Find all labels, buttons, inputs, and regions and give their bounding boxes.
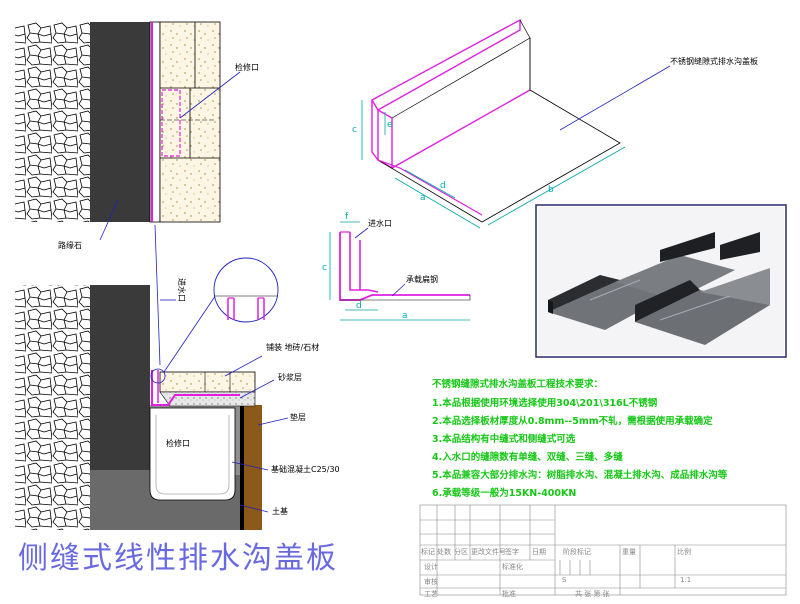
- stone-fill-bottom: [15, 285, 90, 530]
- label-water-inlet-left: 进水口: [177, 278, 187, 302]
- label-paving: 铺装 地砖/石材: [266, 342, 319, 352]
- cover-plate-section: [151, 370, 240, 406]
- channel-body: [149, 407, 236, 501]
- svg-text:c: c: [352, 125, 357, 135]
- svg-text:c: c: [322, 263, 327, 273]
- label-load-steel: 承载扁钢: [406, 274, 438, 284]
- requirement-item: 5.本品兼容大部分排水沟：树脂排水沟、混凝土排水沟、成品排水沟等: [432, 469, 728, 481]
- stone-fill-top: [15, 22, 90, 222]
- svg-text:1:1: 1:1: [680, 576, 691, 584]
- requirement-item: 6.承载等级一般为15KN-400KN: [432, 487, 576, 499]
- svg-text:工艺: 工艺: [424, 590, 438, 598]
- paving-bottom: [159, 371, 256, 393]
- svg-text:S: S: [562, 576, 567, 584]
- svg-text:b: b: [548, 185, 554, 195]
- curb-dark-top: [90, 22, 150, 222]
- svg-text:共 张 第 张: 共 张 第 张: [575, 589, 610, 598]
- svg-text:d: d: [440, 181, 446, 191]
- svg-text:标记: 标记: [421, 547, 435, 556]
- label-soil: 土基: [272, 506, 288, 516]
- top-section-detail: 检修口: [15, 21, 259, 223]
- cushion-layer: [240, 405, 262, 530]
- svg-text:处数: 处数: [437, 547, 451, 556]
- requirement-item: 2.本品选择板材厚度从0.8mm--5mm不轧，需根据使用承载确定: [432, 415, 713, 427]
- svg-text:阶段标记: 阶段标记: [563, 547, 591, 556]
- label-base-concrete: 基础混凝土C25/30: [271, 464, 340, 474]
- cover-3d-drawing: c e a d b 不锈钢缝隙式排水沟盖板: [352, 18, 758, 229]
- svg-text:分区: 分区: [454, 547, 468, 556]
- svg-text:a: a: [420, 193, 426, 203]
- svg-text:比例: 比例: [677, 547, 691, 556]
- requirement-item: 1.本品根据使用环境选择使用304\201\316L不锈钢: [432, 397, 658, 409]
- requirement-item: 4.入水口的缝隙数有单缝、双缝、三缝、多缝: [432, 451, 623, 463]
- requirement-item: 3.本品结构有中缝式和侧缝式可选: [432, 433, 576, 445]
- label-water-inlet-section: 进水口: [368, 218, 392, 228]
- svg-text:签字: 签字: [505, 547, 519, 556]
- requirements-heading: 不锈钢缝隙式排水沟盖板工程技术要求：: [432, 378, 603, 390]
- svg-text:a: a: [402, 311, 408, 321]
- svg-text:重量: 重量: [622, 548, 636, 556]
- svg-text:更改文件号: 更改文件号: [471, 547, 506, 556]
- main-title: 侧缝式线性排水沟盖板: [18, 541, 338, 576]
- label-curb-stone: 路缘石: [58, 240, 82, 250]
- label-cushion-layer: 垫层: [290, 412, 306, 422]
- cover-section-profile: c f a d 进水口 承载扁钢: [322, 212, 471, 321]
- svg-text:审核: 审核: [424, 577, 438, 586]
- svg-text:日期: 日期: [532, 548, 546, 556]
- label-inspection-port-bottom: 检修口: [166, 438, 190, 448]
- svg-text:d: d: [356, 301, 362, 311]
- title-block: [419, 504, 787, 596]
- svg-text:批准: 批准: [502, 589, 516, 598]
- label-inspection-port-top: 检修口: [235, 62, 259, 72]
- technical-requirements: 不锈钢缝隙式排水沟盖板工程技术要求： 1.本品根据使用环境选择使用304\201…: [432, 378, 728, 499]
- svg-text:e: e: [387, 120, 393, 130]
- label-mortar-layer: 砂浆层: [278, 372, 302, 382]
- zoom-circle: [213, 257, 279, 323]
- svg-text:设计: 设计: [424, 562, 438, 571]
- product-photo: [535, 204, 787, 358]
- svg-text:标准化: 标准化: [502, 562, 523, 571]
- svg-text:f: f: [345, 212, 349, 222]
- label-product-name-3d: 不锈钢缝隙式排水沟盖板: [670, 56, 758, 66]
- bottom-section-detail: 检修口: [15, 257, 279, 530]
